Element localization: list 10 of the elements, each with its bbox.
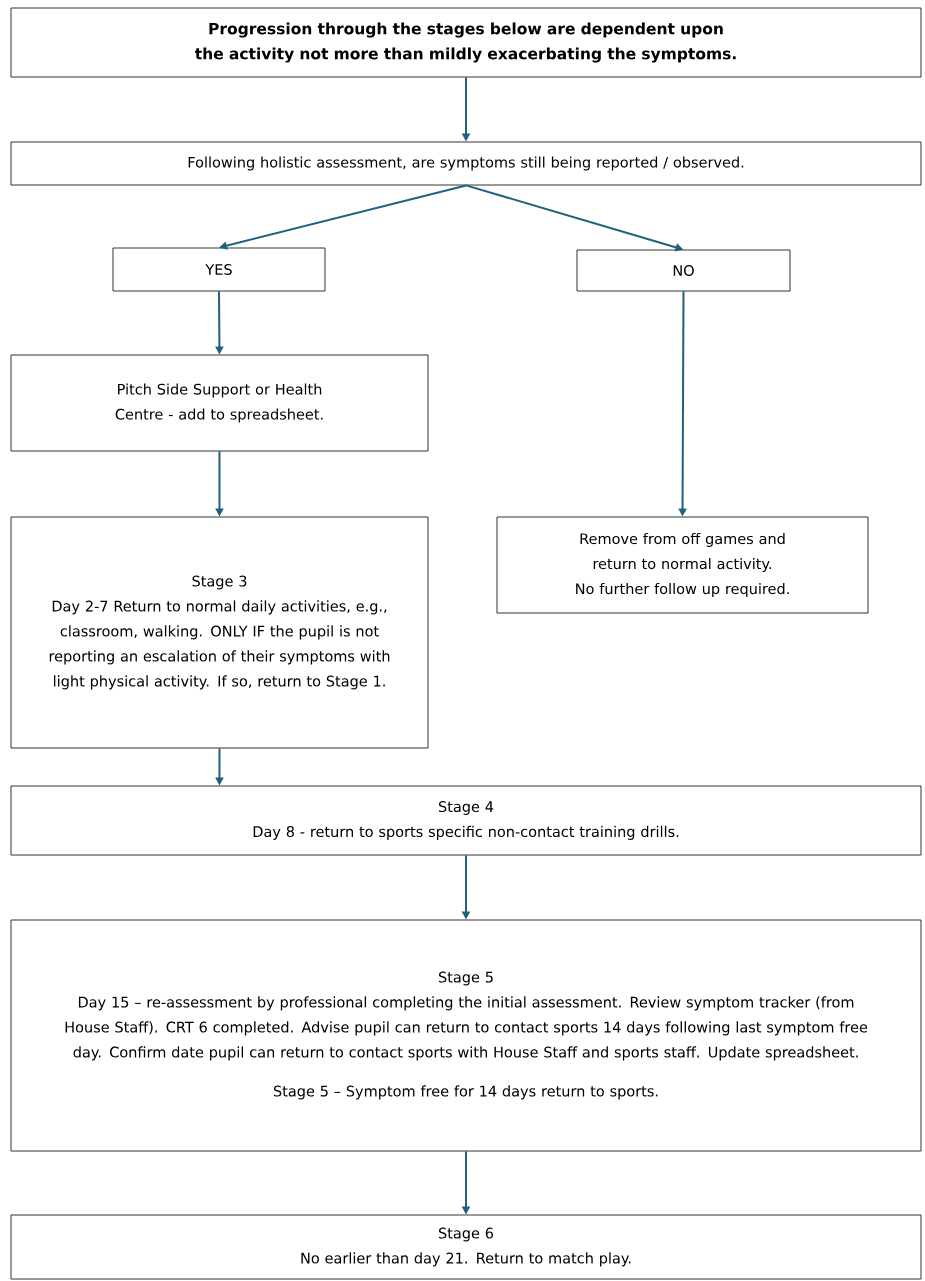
process-box: NO [576, 249, 791, 292]
process-box: Remove from off games and return to normal activity. No further follow up required. [496, 516, 869, 614]
process-box: Stage 4 Day 8 - return to sports specific non-contact training drills. [10, 785, 922, 856]
process-box: Pitch Side Support or Health Centre - add to spreadsheet. [10, 354, 429, 452]
process-box: Progression through the stages below are dependent upon the activity not more than mildly exacerbating the symptoms. [10, 7, 922, 78]
process-box: Stage 3 Day 2-7 Return to normal daily activities, e.g., classroom, walking. ONLY IF the pupil is not reporting an escalation of their symptoms with light physical activity. If so, return to Stage 1. [10, 516, 429, 749]
process-box: Following holistic assessment, are symptoms still being reported / observed. [10, 141, 922, 186]
process-box: Stage 5 Day 15 – re-assessment by professional completing the initial assessment. Review symptom tracker (from House Staff). CRT 6 completed. Advise pupil can return to contact sports 14 days following last symptom free day. Confirm date pupil can return to contact sports with House Staff and sports staff. Update spreadsheet. Stage 5 – Symptom free for 14 days return to sports. [10, 919, 922, 1152]
process-box: YES [112, 247, 326, 292]
process-box: Stage 6 No earlier than day 21. Return to match play. [10, 1214, 922, 1280]
